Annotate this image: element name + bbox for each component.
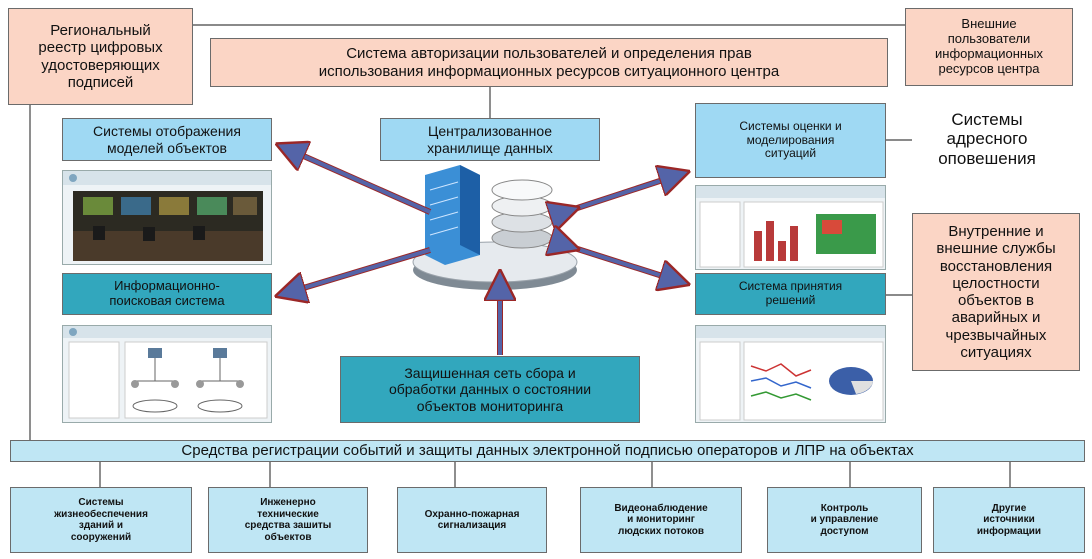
recovery-services-box: Внутренние и внешние службы восстановлен… <box>912 213 1080 371</box>
external-users-box: Внешние пользователи информационных ресу… <box>905 8 1073 86</box>
network-diagram-screenshot <box>62 325 272 423</box>
assessment-charts-screenshot <box>695 185 886 270</box>
secure-network-label: Защишенная сеть сбора и обработки данных… <box>388 365 592 414</box>
bottom-item-label: Другие источники информации <box>976 502 1042 537</box>
network-diagram-image <box>63 326 271 419</box>
decision-charts-image <box>696 326 885 421</box>
bottom-item-engineering: Инженерно технические средства зашиты об… <box>208 487 368 553</box>
authorization-system-box: Система авторизации пользователей и опре… <box>210 38 888 87</box>
bottom-item-fire-alarm: Охранно-пожарная сигнализация <box>397 487 547 553</box>
control-room-screenshot <box>62 170 272 265</box>
central-storage-label: Централизованное хранилище данных <box>427 123 553 156</box>
bottom-item-label: Охранно-пожарная сигнализация <box>424 508 520 532</box>
decision-charts-screenshot <box>695 325 886 423</box>
bottom-item-other-sources: Другие источники информации <box>933 487 1085 553</box>
secure-network-box: Защишенная сеть сбора и обработки данных… <box>340 356 640 423</box>
decision-box: Система принятия решений <box>695 273 886 315</box>
notification-box: Системы адресного оповешения <box>912 103 1062 175</box>
bottom-item-label: Видеонаблюдение и мониторинг людских пот… <box>614 502 708 537</box>
bottom-item-label: Инженерно технические средства зашиты об… <box>244 497 332 543</box>
bottom-item-label: Контроль и управление доступом <box>810 502 879 537</box>
display-systems-label: Системы отображения моделей объектов <box>93 123 241 156</box>
assessment-box: Системы оценки и моделирования ситуаций <box>695 103 886 178</box>
digital-signature-registry-box: Региональный реестр цифровых удостоверяю… <box>8 8 193 105</box>
notification-label: Системы адресного оповешения <box>938 109 1036 168</box>
digital-signature-registry-label: Региональный реестр цифровых удостоверяю… <box>38 22 163 91</box>
assessment-label: Системы оценки и моделирования ситуаций <box>739 118 842 161</box>
info-search-label: Информационно- поисковая система <box>109 278 225 308</box>
bottom-item-access-control: Контроль и управление доступом <box>767 487 922 553</box>
recovery-services-label: Внутренние и внешние службы восстановлен… <box>936 223 1056 361</box>
central-storage-box: Централизованное хранилище данных <box>380 118 600 161</box>
bottom-item-video: Видеонаблюдение и мониторинг людских пот… <box>580 487 742 553</box>
external-users-label: Внешние пользователи информационных ресу… <box>935 16 1043 76</box>
display-systems-box: Системы отображения моделей объектов <box>62 118 272 161</box>
registration-bar-label: Средства регистрации событий и защиты да… <box>181 442 914 460</box>
registration-bar: Средства регистрации событий и защиты да… <box>10 440 1085 462</box>
authorization-system-label: Система авторизации пользователей и опре… <box>318 45 780 80</box>
control-room-image <box>63 171 271 261</box>
bottom-item-life-support: Системы жизнеобеспечения зданий и сооруж… <box>10 487 192 553</box>
bottom-item-label: Системы жизнеобеспечения зданий и сооруж… <box>54 497 148 543</box>
info-search-box: Информационно- поисковая система <box>62 273 272 315</box>
assessment-charts-image <box>696 186 885 268</box>
decision-label: Система принятия решений <box>738 279 843 307</box>
